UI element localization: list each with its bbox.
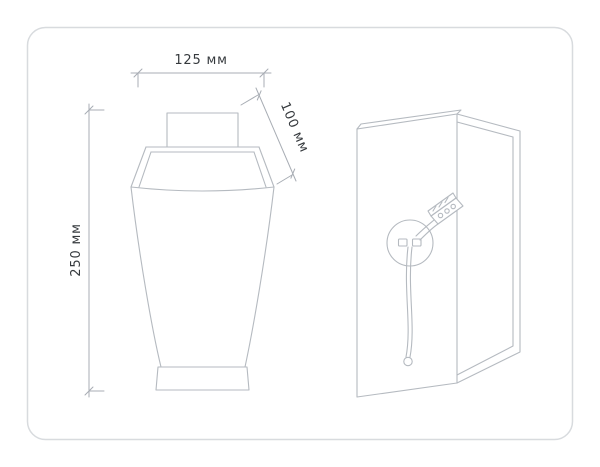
width-dimension-label: 125 мм xyxy=(174,53,227,68)
perspective-view xyxy=(356,109,521,398)
height-dimension-label: 250 мм xyxy=(69,223,84,276)
dimension-width: 125 мм xyxy=(130,53,272,88)
connection-wires xyxy=(415,219,439,241)
terminal-block xyxy=(427,192,464,225)
lamp-cap xyxy=(166,112,239,148)
hanging-wire xyxy=(403,246,413,367)
shade-box xyxy=(456,113,521,384)
front-view xyxy=(130,112,275,391)
lamp-collar xyxy=(130,146,275,192)
wire-loop xyxy=(403,356,413,367)
wiring-detail-circle xyxy=(386,219,434,267)
dimension-height: 250 мм xyxy=(69,103,105,398)
card-border xyxy=(26,26,574,441)
mount-plate xyxy=(356,109,462,398)
lamp-base xyxy=(155,366,250,391)
